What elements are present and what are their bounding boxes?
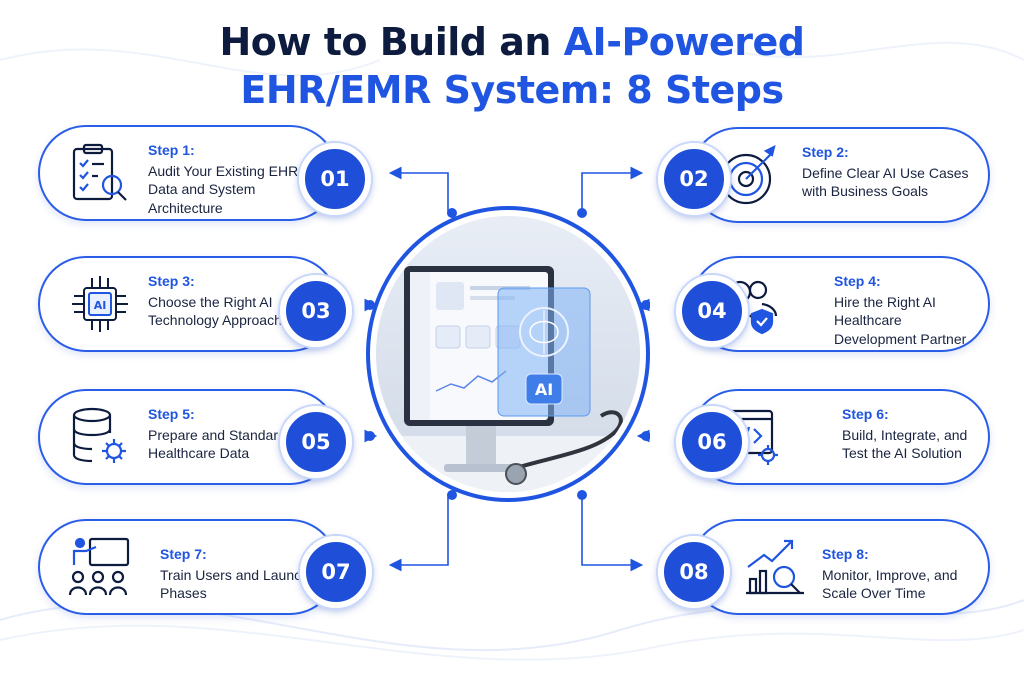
title-line1-highlight: AI-Powered xyxy=(563,20,805,64)
step-6-label: Step 6: xyxy=(842,406,889,422)
step-card-2: Step 2: Define Clear AI Use Cases with B… xyxy=(690,127,990,223)
step-3-label: Step 3: xyxy=(148,273,195,289)
step-card-1: Step 1: Audit Your Existing EHR Data and… xyxy=(38,125,338,221)
center-illustration: AI xyxy=(366,206,650,502)
step-3-number: 03 xyxy=(280,275,352,347)
presenter-audience-icon xyxy=(68,537,130,596)
step-8-label: Step 8: xyxy=(822,546,869,562)
title-line1-plain: How to Build an xyxy=(219,20,564,64)
page-title: How to Build an AI-Powered EHR/EMR Syste… xyxy=(0,18,1024,114)
step-5-number: 05 xyxy=(280,406,352,478)
database-gear-icon xyxy=(72,407,126,463)
ai-chip-icon: AI xyxy=(72,276,128,332)
step-6-number: 06 xyxy=(676,406,748,478)
step-3-text: Choose the Right AI Technology Approach xyxy=(148,293,282,329)
step-card-7: Step 7: Train Users and Launch in Phases xyxy=(38,519,338,615)
step-6-text: Build, Integrate, and Test the AI Soluti… xyxy=(842,426,968,462)
step-7-number: 07 xyxy=(300,536,372,608)
step-7-text: Train Users and Launch in Phases xyxy=(160,566,324,602)
step-4-number: 04 xyxy=(676,275,748,347)
step-card-8: Step 8: Monitor, Improve, and Scale Over… xyxy=(690,519,990,615)
step-5-label: Step 5: xyxy=(148,406,195,422)
step-2-label: Step 2: xyxy=(802,144,849,160)
step-1-number: 01 xyxy=(299,143,371,215)
step-8-number: 08 xyxy=(658,536,730,608)
svg-text:AI: AI xyxy=(94,299,107,312)
step-4-label: Step 4: xyxy=(834,273,881,289)
step-1-label: Step 1: xyxy=(148,142,195,158)
ai-badge-text: AI xyxy=(535,380,553,399)
step-1-text: Audit Your Existing EHR Data and System … xyxy=(148,162,299,216)
step-2-text: Define Clear AI Use Cases with Business … xyxy=(802,164,969,200)
growth-chart-search-icon xyxy=(746,539,804,595)
step-card-3: AI Step 3: Choose the Right AI Technolog… xyxy=(38,256,338,352)
step-7-label: Step 7: xyxy=(160,546,207,562)
step-8-text: Monitor, Improve, and Scale Over Time xyxy=(822,566,958,602)
step-2-number: 02 xyxy=(658,143,730,215)
step-5-text: Prepare and Standardize Healthcare Data xyxy=(148,426,304,462)
clipboard-search-icon xyxy=(72,143,127,201)
step-4-text: Hire the Right AI Healthcare Development… xyxy=(834,293,967,347)
title-line2: EHR/EMR System: 8 Steps xyxy=(240,68,784,112)
